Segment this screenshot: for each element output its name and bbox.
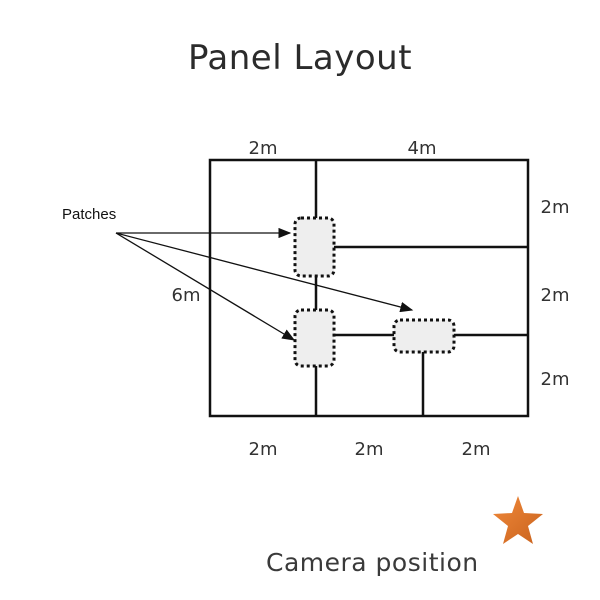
dim-top-left: 2m — [249, 138, 278, 159]
star-icon — [493, 496, 543, 544]
panel-outline — [208, 158, 530, 418]
camera-position-caption: Camera position — [266, 548, 479, 577]
dim-bottom-left: 2m — [249, 439, 278, 460]
callout-arrows — [115, 227, 414, 341]
patch-lower — [293, 308, 336, 368]
dim-right-top: 2m — [541, 197, 570, 218]
dim-bottom-right: 2m — [462, 439, 491, 460]
dim-right-middle: 2m — [541, 285, 570, 306]
patches-label: Patches — [62, 206, 116, 223]
dim-left: 6m — [172, 285, 201, 306]
panel-seams — [314, 160, 528, 416]
dim-bottom-middle: 2m — [355, 439, 384, 460]
patches — [293, 216, 456, 368]
dim-right-bottom: 2m — [541, 369, 570, 390]
dim-top-right: 4m — [408, 138, 437, 159]
page-title: Panel Layout — [187, 38, 413, 78]
patch-upper — [293, 216, 336, 278]
patch-right — [392, 318, 456, 354]
